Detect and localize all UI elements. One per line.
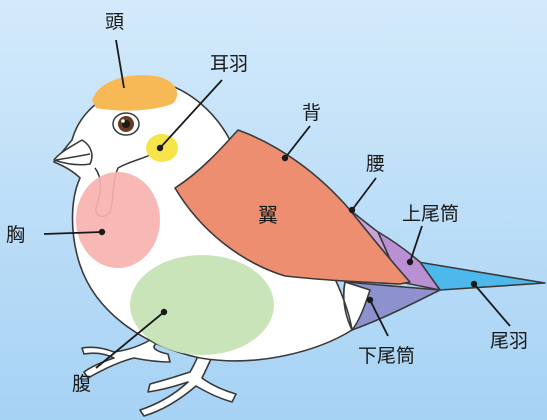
leader-rump (348, 177, 377, 214)
leader-head (115, 39, 125, 89)
leader-breast (43, 228, 106, 236)
leader-belly (95, 308, 168, 369)
leader-uppertail-coverts (406, 225, 423, 266)
eye (112, 112, 140, 136)
label-head: 頭 (105, 11, 124, 33)
label-rump: 腰 (366, 153, 385, 175)
label-breast: 胸 (6, 224, 25, 246)
leader-ear-coverts (156, 79, 223, 152)
head-region (92, 75, 178, 111)
label-belly: 腹 (72, 373, 91, 395)
belly-region (130, 255, 274, 355)
label-undertail-coverts: 下尾筒 (358, 345, 415, 367)
feet (81, 337, 237, 417)
leader-tail (470, 280, 511, 327)
leader-undertail-coverts (366, 296, 389, 337)
label-uppertail-coverts: 上尾筒 (402, 203, 459, 225)
label-wing: 翼 (258, 203, 278, 227)
leader-back (281, 125, 311, 162)
label-tail: 尾羽 (490, 330, 528, 352)
label-ear-coverts: 耳羽 (210, 53, 248, 75)
label-back: 背 (302, 102, 321, 124)
breast-region (76, 172, 160, 268)
wing-region (174, 129, 411, 285)
